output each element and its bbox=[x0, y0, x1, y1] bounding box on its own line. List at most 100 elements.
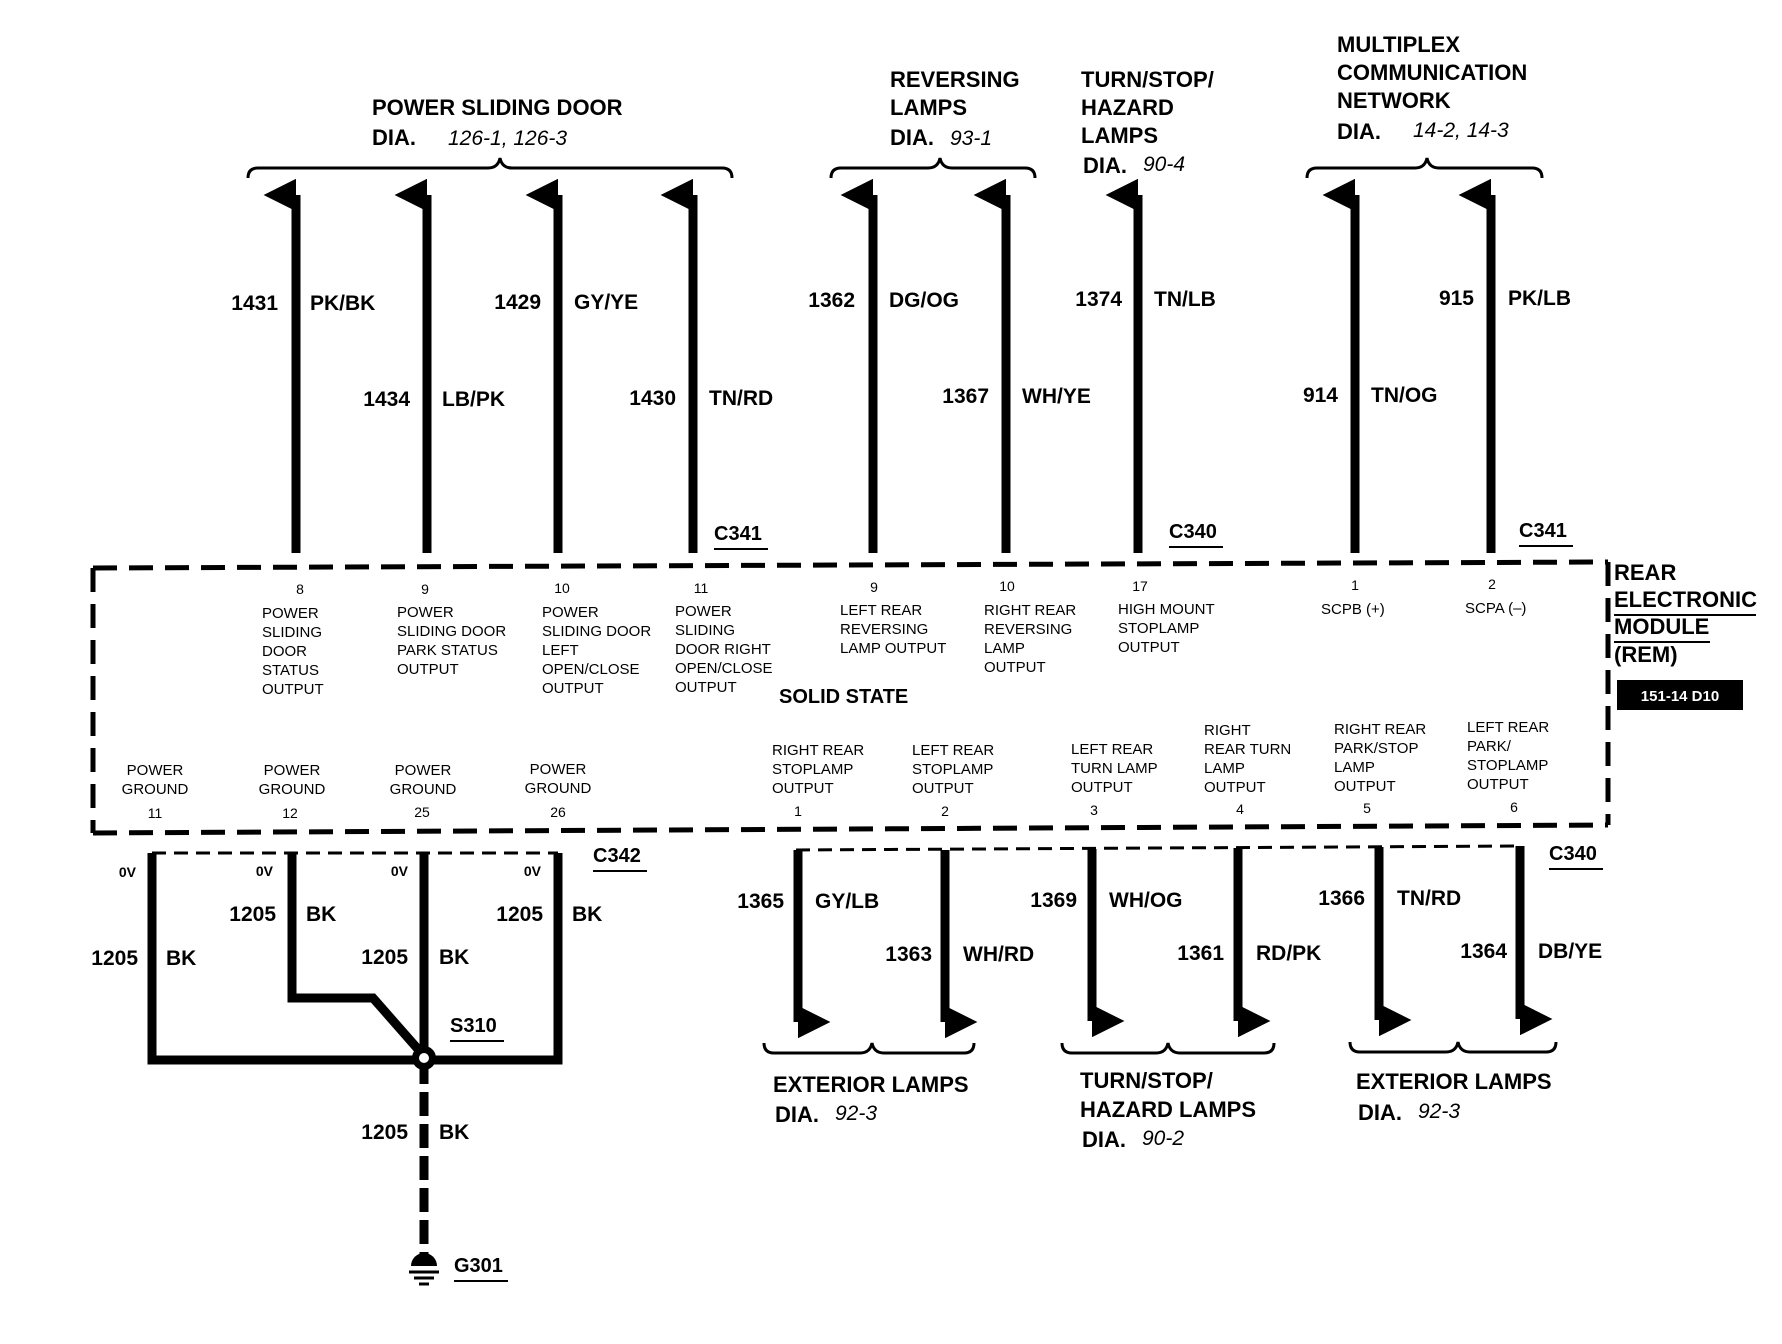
footer-exterior-lamps-right: EXTERIOR LAMPS DIA. 92-3 bbox=[1348, 1041, 1558, 1125]
top-connector-labels: C341 C340 C341 bbox=[714, 520, 1573, 550]
circuit-number: 1374 bbox=[1075, 288, 1122, 311]
pin-desc: TURN LAMP bbox=[1071, 760, 1158, 777]
pin-number: 26 bbox=[550, 804, 566, 820]
pin-desc: OUTPUT bbox=[1071, 779, 1133, 796]
pin-desc: OUTPUT bbox=[397, 661, 459, 678]
header-title: POWER SLIDING DOOR bbox=[372, 95, 623, 120]
header-turn-stop-hazard-top: TURN/STOP/ HAZARD LAMPS DIA. 90-4 bbox=[1081, 67, 1214, 178]
solid-state-label: SOLID STATE bbox=[779, 686, 908, 708]
pin-desc: DOOR RIGHT bbox=[675, 641, 771, 658]
dia-ref: 14-2, 14-3 bbox=[1413, 119, 1509, 142]
voltage-label: 0V bbox=[119, 864, 137, 880]
brace-icon bbox=[829, 157, 1037, 179]
dia-ref: 126-1, 126-3 bbox=[448, 127, 567, 150]
pin-number: 12 bbox=[282, 805, 298, 821]
dia-label: DIA. bbox=[1083, 153, 1127, 178]
circuit-number: 1205 bbox=[361, 946, 408, 969]
module-border-bottom bbox=[92, 822, 1609, 836]
pin-desc: LAMP bbox=[984, 640, 1025, 657]
circuit-number: 1362 bbox=[808, 289, 855, 312]
pin-desc: OUTPUT bbox=[1204, 779, 1266, 796]
circuit-number: 1364 bbox=[1460, 940, 1507, 963]
pin-desc: LAMP OUTPUT bbox=[840, 640, 946, 657]
circuit-number: 914 bbox=[1303, 384, 1338, 407]
module-name-line3: MODULE bbox=[1614, 614, 1709, 639]
top-wire-labels: 1431 PK/BK 1434 LB/PK 1429 GY/YE 1430 TN… bbox=[231, 287, 1571, 411]
pin-desc: OPEN/CLOSE bbox=[542, 661, 640, 678]
circuit-number: 1369 bbox=[1030, 889, 1077, 912]
pin-desc: LAMP bbox=[1334, 759, 1375, 776]
circuit-number: 1365 bbox=[737, 890, 784, 913]
splice-s310: S310 bbox=[450, 1015, 497, 1037]
pin-number: 17 bbox=[1132, 578, 1148, 594]
pin-desc: OPEN/CLOSE bbox=[675, 660, 773, 677]
circuit-number: 1429 bbox=[494, 291, 541, 314]
connector-c341: C341 bbox=[714, 523, 762, 545]
header-multiplex: MULTIPLEX COMMUNICATION NETWORK DIA. 14-… bbox=[1305, 32, 1544, 179]
voltage-label: 0V bbox=[256, 863, 274, 879]
pin-number: 25 bbox=[414, 804, 430, 820]
pin-desc: SLIDING DOOR bbox=[397, 623, 506, 640]
brace-icon bbox=[1305, 157, 1544, 179]
pin-desc: REAR TURN bbox=[1204, 741, 1291, 758]
pin-desc: POWER bbox=[264, 762, 321, 779]
wire-color: BK bbox=[439, 1121, 469, 1144]
pin-desc: SLIDING bbox=[262, 624, 322, 641]
connector-c340: C340 bbox=[1169, 521, 1217, 543]
wire-line bbox=[147, 853, 563, 1065]
voltage-label: 0V bbox=[391, 863, 409, 879]
pin-desc: PARK/ bbox=[1467, 738, 1512, 755]
wire-color: DG/OG bbox=[889, 289, 959, 312]
dia-label: DIA. bbox=[775, 1102, 819, 1127]
footer-title: EXTERIOR LAMPS bbox=[1356, 1069, 1552, 1094]
bottom-pin-labels: POWER GROUND 11 POWER GROUND 12 POWER GR… bbox=[122, 719, 1550, 821]
connector-c341: C341 bbox=[1519, 520, 1567, 542]
pin-number: 1 bbox=[794, 803, 802, 819]
footer-title-line1: TURN/STOP/ bbox=[1080, 1068, 1213, 1093]
pin-desc: OUTPUT bbox=[912, 780, 974, 797]
pin-desc: STATUS bbox=[262, 662, 319, 679]
pin-number: 4 bbox=[1236, 801, 1244, 817]
wire-color: RD/PK bbox=[1256, 942, 1321, 965]
pin-desc: POWER bbox=[530, 761, 587, 778]
pin-number: 5 bbox=[1363, 800, 1371, 816]
top-wire-group bbox=[263, 178, 1496, 553]
pin-desc: POWER bbox=[395, 762, 452, 779]
pin-desc: GROUND bbox=[525, 780, 592, 797]
wire-color: WH/YE bbox=[1022, 385, 1091, 408]
wire-color: PK/LB bbox=[1508, 287, 1571, 310]
rear-electronic-module: SOLID STATE REAR ELECTRONIC MODULE (REM)… bbox=[90, 559, 1757, 836]
pin-desc: OUTPUT bbox=[772, 780, 834, 797]
pin-desc: POWER bbox=[262, 605, 319, 622]
brace-icon bbox=[246, 157, 734, 179]
pin-desc: LEFT bbox=[542, 642, 579, 659]
pin-desc: HIGH MOUNT bbox=[1118, 601, 1215, 618]
pin-desc: LEFT REAR bbox=[1071, 741, 1153, 758]
wire-color: PK/BK bbox=[310, 292, 375, 315]
dia-ref: 90-2 bbox=[1142, 1127, 1184, 1150]
dia-ref: 90-4 bbox=[1143, 153, 1185, 176]
pin-number: 2 bbox=[941, 803, 949, 819]
pin-desc: RIGHT bbox=[1204, 722, 1251, 739]
pin-number: 3 bbox=[1090, 802, 1098, 818]
header-title-line2: COMMUNICATION bbox=[1337, 60, 1527, 85]
wire-color: GY/YE bbox=[574, 291, 638, 314]
wire-color: TN/RD bbox=[709, 387, 773, 410]
circuit-number: 1205 bbox=[91, 947, 138, 970]
module-name-line1: REAR bbox=[1614, 560, 1676, 585]
wire-line bbox=[287, 853, 428, 1059]
pin-desc: POWER bbox=[542, 604, 599, 621]
ground-wire-labels: 0V 0V 0V 0V 1205 BK 1205 BK 1205 BK 1205… bbox=[91, 845, 647, 1282]
header-title-line2: LAMPS bbox=[890, 95, 967, 120]
footer-title: EXTERIOR LAMPS bbox=[773, 1072, 969, 1097]
header-title-line1: REVERSING bbox=[890, 67, 1020, 92]
connector-c340: C340 bbox=[1549, 843, 1597, 865]
circuit-number: 1431 bbox=[231, 292, 278, 315]
ground-wiring bbox=[147, 851, 563, 1286]
circuit-number: 1430 bbox=[629, 387, 676, 410]
wire-color: DB/YE bbox=[1538, 940, 1602, 963]
pin-desc: POWER bbox=[127, 762, 184, 779]
pin-desc: STOPLAMP bbox=[1118, 620, 1199, 637]
pin-number: 2 bbox=[1488, 576, 1496, 592]
